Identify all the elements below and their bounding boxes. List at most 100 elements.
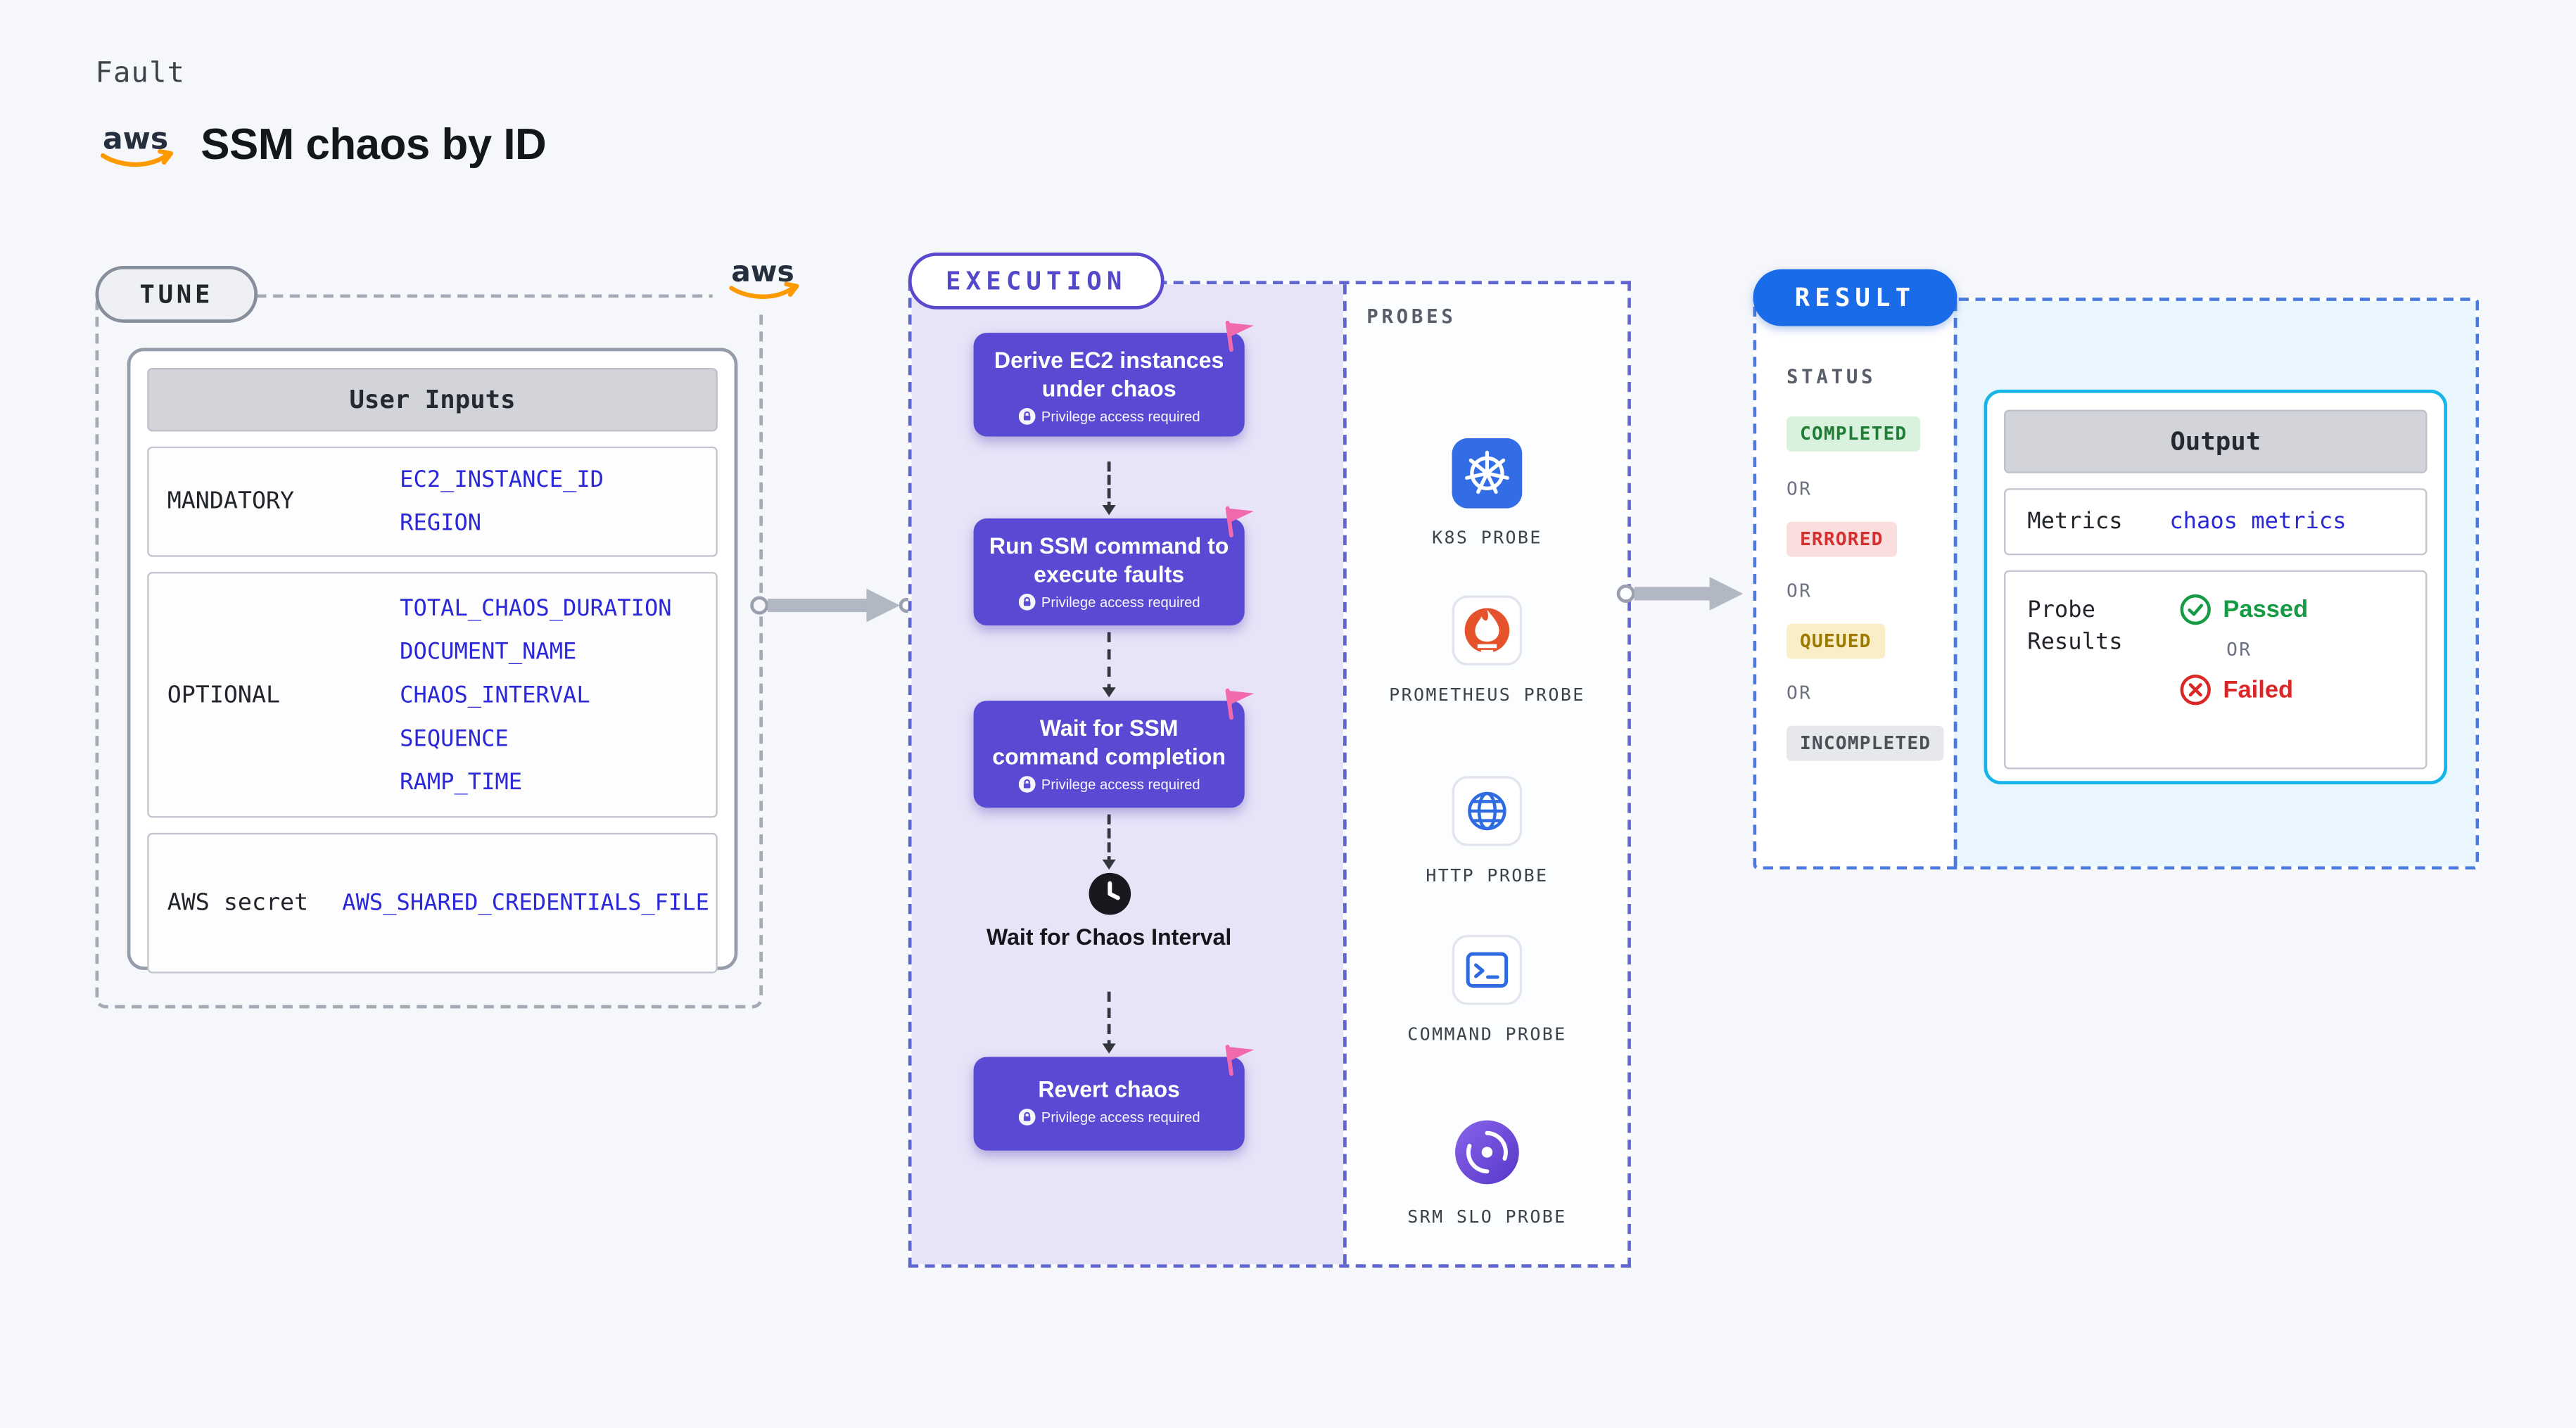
page-header: aws SSM chaos by ID — [92, 117, 547, 172]
user-inputs-header: User Inputs — [147, 368, 718, 432]
chaos-flag-icon — [1225, 1045, 1254, 1076]
step-title: Run SSM command to execute faults — [989, 533, 1229, 587]
failed-label: Failed — [2223, 676, 2294, 703]
row-label: OPTIONAL — [167, 681, 281, 708]
step-revert-chaos: Revert chaos Privilege access required — [973, 1045, 1254, 1151]
clock-icon — [1089, 872, 1131, 915]
probe-http: HTTP PROBE — [1348, 776, 1626, 888]
flow-connector — [1102, 814, 1116, 870]
tune-section-label: TUNE — [95, 265, 258, 323]
kubernetes-icon — [1452, 438, 1523, 509]
status-badge-completed: COMPLETED — [1786, 416, 1921, 452]
table-row-aws-secret: AWS secret AWS_SHARED_CREDENTIALS_FILE — [147, 832, 718, 974]
step-title: Wait for SSM command completion — [992, 715, 1226, 770]
privilege-badge: Privilege access required — [987, 408, 1231, 425]
table-row-optional: OPTIONAL TOTAL_CHAOS_DURATION DOCUMENT_N… — [147, 572, 718, 818]
step-title: Revert chaos — [1038, 1076, 1180, 1102]
input-variable: CHAOS_INTERVAL — [400, 681, 590, 708]
probe-command: COMMAND PROBE — [1348, 935, 1626, 1047]
probe-prometheus: PROMETHEUS PROBE — [1348, 595, 1626, 707]
or-separator: OR — [1786, 580, 1813, 602]
or-separator: OR — [2226, 639, 2252, 661]
fault-kind-label: Fault — [95, 56, 186, 91]
tune-aws-logo: aws — [712, 244, 813, 312]
probe-label: HTTP PROBE — [1426, 866, 1549, 886]
check-circle-icon — [2180, 594, 2211, 625]
execution-probes-divider — [1343, 284, 1347, 1265]
row-values: EC2_INSTANCE_ID REGION — [400, 448, 716, 555]
chaos-interval-clock — [1087, 872, 1132, 925]
privilege-badge: Privilege access required — [987, 593, 1231, 611]
flow-connector — [1102, 632, 1116, 698]
table-row-mandatory: MANDATORY EC2_INSTANCE_ID REGION — [147, 446, 718, 557]
row-label: AWS secret — [167, 889, 309, 917]
lock-icon — [1017, 1109, 1035, 1126]
user-inputs-table: User Inputs MANDATORY EC2_INSTANCE_ID RE… — [127, 348, 738, 974]
step-derive-ec2-instances: Derive EC2 instances under chaos Privile… — [973, 320, 1254, 437]
status-badge-queued: QUEUED — [1786, 623, 1885, 659]
execution-to-result-arrow — [1616, 577, 1744, 611]
flow-connector — [1102, 991, 1116, 1054]
probe-label: COMMAND PROBE — [1407, 1025, 1567, 1045]
privilege-badge-label: Privilege access required — [1041, 776, 1200, 793]
probe-label: SRM SLO PROBE — [1407, 1207, 1567, 1228]
lock-icon — [1017, 593, 1035, 611]
step-wait-ssm-completion: Wait for SSM command completion Privileg… — [973, 688, 1254, 808]
probes-section-label: PROBES — [1366, 304, 1457, 328]
aws-logo-text: aws — [103, 122, 168, 156]
step-run-ssm-command: Run SSM command to execute faults Privil… — [973, 506, 1254, 626]
tune-section — [95, 294, 763, 1009]
privilege-badge: Privilege access required — [987, 776, 1231, 793]
aws-logo-text: aws — [731, 255, 794, 288]
input-variable: TOTAL_CHAOS_DURATION — [400, 594, 672, 622]
lock-icon — [1017, 408, 1035, 425]
row-values: AWS_SHARED_CREDENTIALS_FILE — [342, 834, 716, 971]
execution-section-label: EXECUTION — [908, 252, 1165, 310]
probe-label: K8S PROBE — [1432, 528, 1542, 549]
output-row-metrics: Metrics chaos metrics — [2004, 488, 2428, 556]
row-label: MANDATORY — [167, 488, 295, 516]
chaos-flag-icon — [1225, 320, 1254, 352]
input-variable: AWS_SHARED_CREDENTIALS_FILE — [342, 889, 709, 917]
status-column-label: STATUS — [1786, 364, 1877, 388]
passed-label: Passed — [2223, 596, 2309, 623]
probe-label: PROMETHEUS PROBE — [1389, 685, 1585, 706]
status-badge-errored: ERRORED — [1786, 521, 1897, 557]
probe-results-values: Passed OR Failed — [2169, 572, 2425, 767]
probe-srm-slo: SRM SLO PROBE — [1348, 1117, 1626, 1229]
aws-logo-icon: aws — [729, 255, 799, 299]
privilege-badge-label: Privilege access required — [1041, 408, 1200, 425]
input-variable: RAMP_TIME — [400, 768, 523, 796]
chaos-flag-icon — [1225, 506, 1254, 537]
aws-logo-icon: aws — [100, 122, 174, 167]
step-title: Derive EC2 instances under chaos — [994, 348, 1224, 402]
wait-for-chaos-interval-label: Wait for Chaos Interval — [986, 924, 1232, 950]
row-values: TOTAL_CHAOS_DURATION DOCUMENT_NAME CHAOS… — [400, 573, 716, 816]
result-section-label: RESULT — [1753, 269, 1958, 326]
input-variable: EC2_INSTANCE_ID — [400, 466, 604, 494]
privilege-badge-label: Privilege access required — [1041, 593, 1200, 611]
chaos-flag-icon — [1225, 688, 1254, 720]
probe-k8s: K8S PROBE — [1348, 438, 1626, 550]
or-separator: OR — [1786, 478, 1813, 500]
metrics-label: Metrics — [2027, 507, 2123, 535]
prometheus-icon — [1452, 595, 1523, 666]
srm-slo-icon — [1455, 1120, 1519, 1185]
lock-icon — [1017, 776, 1035, 793]
privilege-badge-label: Privilege access required — [1041, 1109, 1200, 1126]
output-row-probe-results: Probe Results Passed OR Failed — [2004, 570, 2428, 770]
probe-results-label: Probe Results — [2027, 597, 2123, 656]
tune-to-execution-arrow — [750, 588, 915, 623]
x-circle-icon — [2180, 674, 2211, 706]
privilege-badge: Privilege access required — [987, 1109, 1231, 1126]
input-variable: DOCUMENT_NAME — [400, 637, 577, 665]
or-separator: OR — [1786, 682, 1813, 704]
input-variable: SEQUENCE — [400, 725, 509, 752]
input-variable: REGION — [400, 510, 482, 537]
probe-result-failed: Failed — [2180, 674, 2293, 706]
command-terminal-icon — [1452, 935, 1523, 1005]
probe-result-passed: Passed — [2180, 594, 2309, 625]
output-header: Output — [2004, 409, 2428, 473]
metrics-value: chaos metrics — [2169, 508, 2347, 535]
